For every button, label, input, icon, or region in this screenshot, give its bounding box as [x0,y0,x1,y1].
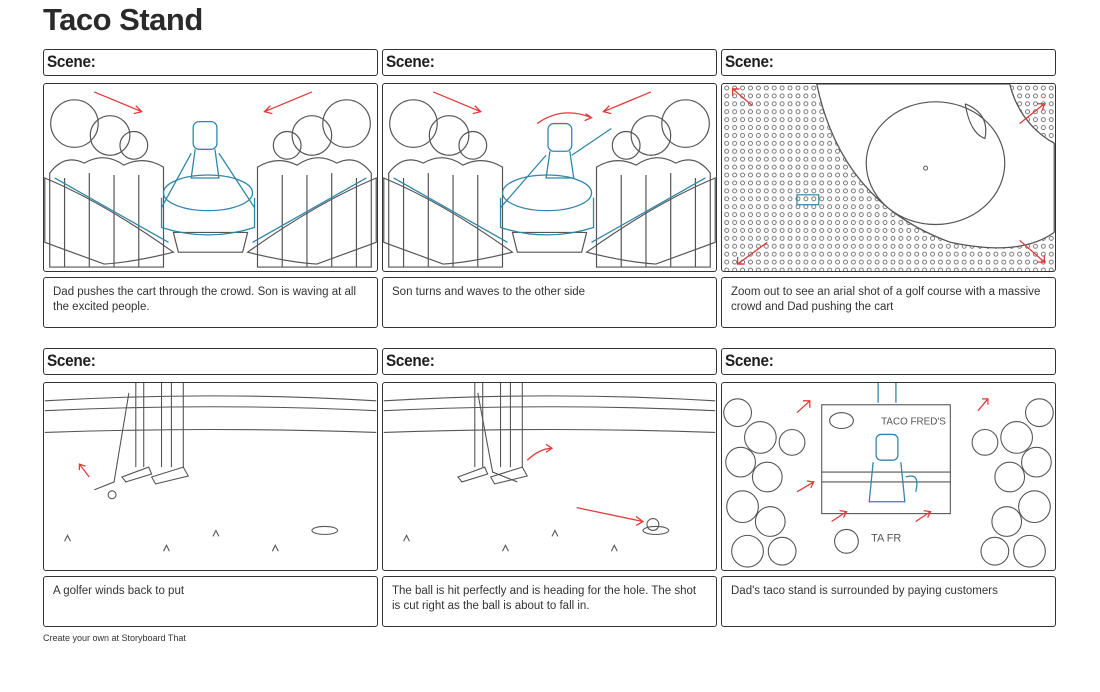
scene-description-3[interactable]: Zoom out to see an arial shot of a golf … [721,277,1056,328]
sketch-golfer-windup [44,383,377,552]
scene-description-5[interactable]: The ball is hit perfectly and is heading… [382,576,717,627]
sketch-crowd-wave [383,91,716,268]
scene-label: Scene: [386,52,435,71]
storyboard-title: Taco Stand [43,2,203,37]
scene-label: Scene: [47,52,96,71]
scene-label: Scene: [47,351,96,370]
scene-description-2[interactable]: Son turns and waves to the other side [382,277,717,328]
panel-3-aerial-golf [721,83,1056,272]
cart-label: TA FR [871,532,901,544]
sketch-ball-heading-to-hole [383,383,716,552]
taco-freds-sign: TACO FRED'S [881,417,946,428]
panel-1-crowd-cart [43,83,378,272]
scene-label: Scene: [386,351,435,370]
panel-4-golfer-windup [43,382,378,571]
scene-description-6[interactable]: Dad's taco stand is surrounded by paying… [721,576,1056,627]
sketch-crowd-cart [44,91,377,268]
scene-label-box-5[interactable]: Scene: [382,348,717,375]
scene-label-box-3[interactable]: Scene: [721,49,1056,76]
scene-label-box-2[interactable]: Scene: [382,49,717,76]
scene-label-box-6[interactable]: Scene: [721,348,1056,375]
panel-5-ball-putt [382,382,717,571]
scene-label-box-4[interactable]: Scene: [43,348,378,375]
scene-description-1[interactable]: Dad pushes the cart through the crowd. S… [43,277,378,328]
panel-6-taco-stand: TACO FRED'S TA FR [721,382,1056,571]
scene-label: Scene: [725,52,774,71]
sketch-taco-stand-crowd: TACO FRED'S TA FR [723,383,1054,568]
scene-description-4[interactable]: A golfer winds back to put [43,576,378,627]
panel-2-crowd-wave [382,83,717,272]
scene-label: Scene: [725,351,774,370]
scene-label-box-1[interactable]: Scene: [43,49,378,76]
footer-credit[interactable]: Create your own at Storyboard That [43,633,186,643]
sketch-aerial-golf-course [722,84,1055,271]
